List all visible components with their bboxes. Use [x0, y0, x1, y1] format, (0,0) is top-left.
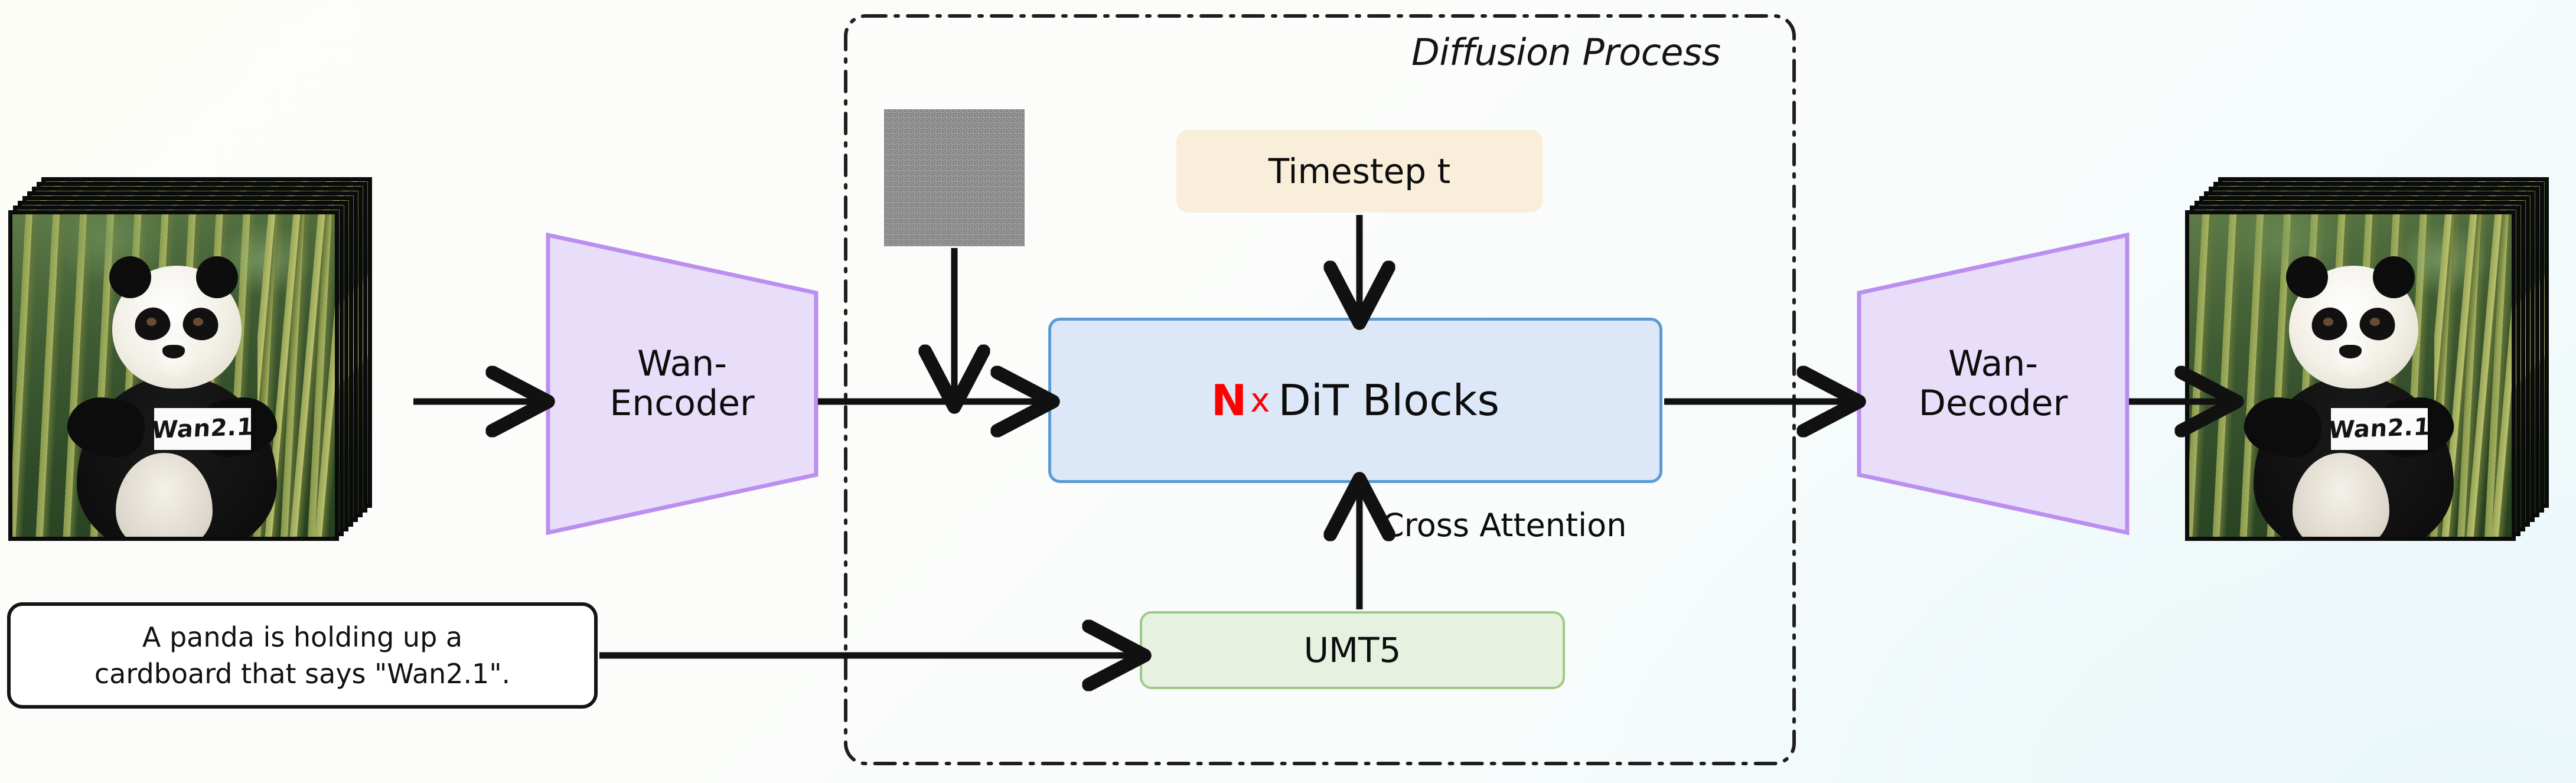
wan-decoder-shape	[1857, 232, 2130, 536]
cross-attention-label: Cross Attention	[1382, 507, 1627, 544]
input-panda-sign: Wan2.1	[151, 407, 255, 450]
prompt-line-2: cardboard that says "Wan2.1".	[94, 658, 511, 690]
wan-encoder-shape	[546, 232, 819, 536]
input-sign-text: Wan2.1	[151, 413, 255, 445]
output-frame-front: Wan2.1	[2185, 210, 2516, 541]
input-video-frame-stack: Wan2.1	[8, 177, 386, 555]
dit-repeat-count: N	[1211, 376, 1247, 425]
timestep-box[interactable]: Timestep t	[1176, 130, 1543, 213]
umt5-text-encoder-box[interactable]: UMT5	[1140, 611, 1565, 689]
output-sign-text: Wan2.1	[2327, 413, 2432, 445]
timestep-label: Timestep t	[1268, 151, 1451, 191]
prompt-line-1: A panda is holding up a	[142, 621, 463, 653]
input-frame-front: Wan2.1	[8, 210, 339, 541]
diffusion-process-label: Diffusion Process	[1411, 31, 1721, 74]
dit-blocks-box[interactable]: N x DiT Blocks	[1048, 318, 1662, 483]
output-panda-sign: Wan2.1	[2327, 407, 2431, 450]
wan-decoder-block[interactable]: Wan- Decoder	[1854, 230, 2132, 537]
gaussian-noise-patch	[884, 109, 1025, 246]
wan-encoder-block[interactable]: Wan- Encoder	[543, 230, 821, 537]
dit-blocks-label: DiT Blocks	[1278, 376, 1499, 425]
dit-multiply-symbol: x	[1250, 381, 1270, 420]
text-prompt-box[interactable]: A panda is holding up a cardboard that s…	[7, 602, 598, 709]
output-video-frame-stack: Wan2.1	[2185, 177, 2563, 555]
umt5-label: UMT5	[1303, 630, 1401, 670]
